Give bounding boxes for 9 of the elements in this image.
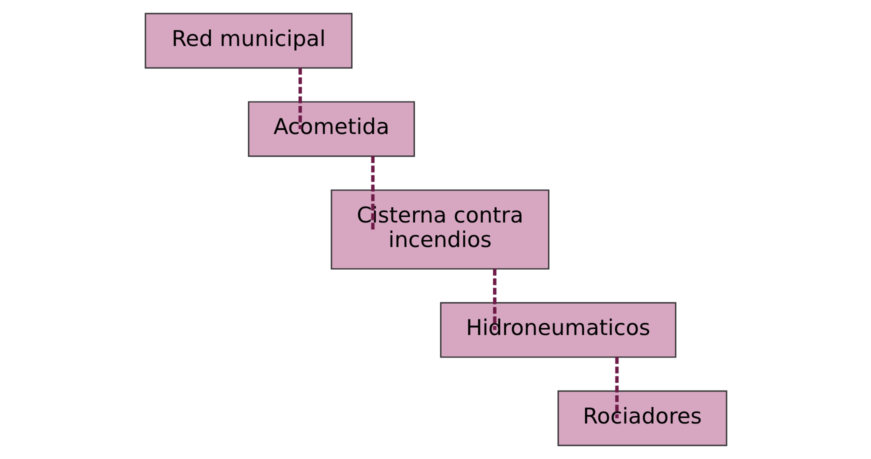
node-box: Hidroneumaticos	[440, 302, 676, 358]
connector	[614, 357, 618, 418]
node-box: Acometida	[247, 101, 414, 157]
connector	[370, 156, 374, 230]
connector	[298, 68, 302, 130]
connector	[492, 268, 496, 330]
node-box: Cisterna contra incendios	[330, 189, 549, 270]
node-box: Rociadores	[557, 390, 727, 446]
node-box: Red municipal	[144, 12, 352, 69]
